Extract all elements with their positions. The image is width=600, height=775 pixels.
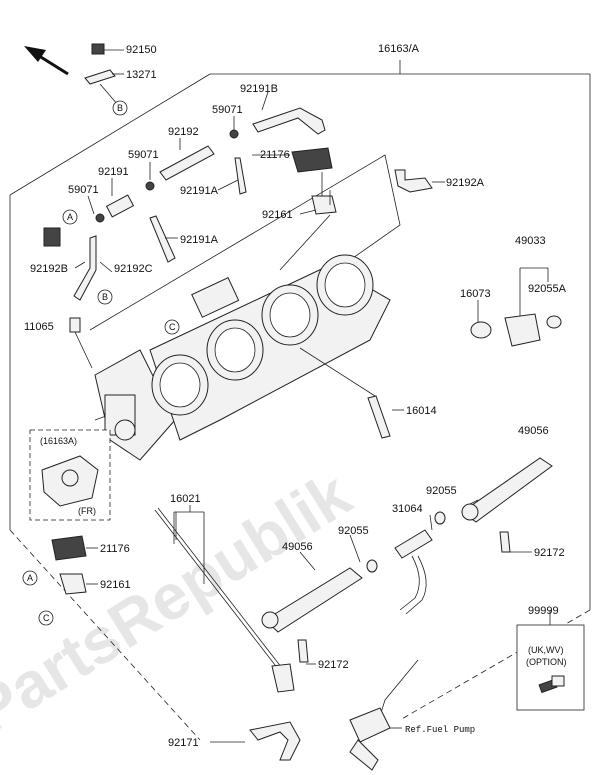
vacuum-hoses [43, 107, 433, 301]
part-label-16014: 16014 [406, 405, 437, 417]
part-label-92172-lower: 92172 [318, 659, 349, 671]
part-label-92191b: 92191B [240, 83, 278, 95]
part-label-92055-right: 92055 [426, 485, 457, 497]
screw-16014 [299, 347, 404, 439]
fuel-pressure-parts [470, 267, 562, 347]
throttle-body-assembly [94, 254, 391, 461]
part-label-92191: 92191 [98, 166, 129, 178]
part-label-49033: 49033 [515, 235, 546, 247]
option-box-99999 [516, 610, 585, 711]
svg-text:B: B [102, 292, 108, 302]
part-label-59071-left: 59071 [68, 184, 99, 196]
part-label-92161-upper: 92161 [262, 209, 293, 221]
svg-text:B: B [117, 103, 123, 113]
assembly-number-label: 16163/A [378, 43, 420, 55]
part-label-59071-middle: 59071 [128, 149, 159, 161]
fuel-hose-31064 [366, 511, 446, 615]
inset-16163a [29, 429, 111, 521]
svg-text:C: C [43, 613, 50, 623]
svg-text:A: A [27, 573, 33, 583]
part-label-49056-left: 49056 [282, 541, 313, 553]
part-label-21176-lower: 21176 [100, 543, 130, 555]
part-label-99999: 99999 [528, 605, 559, 617]
part-label-11065: 11065 [24, 321, 54, 333]
part-label-21176-upper: 21176 [260, 149, 290, 161]
part-label-16073: 16073 [460, 288, 491, 300]
leader-lines [74, 91, 532, 743]
fuel-rail-49056-right [461, 457, 553, 553]
sensor-21176-lower [51, 535, 98, 595]
part-label-13271: 13271 [126, 69, 157, 81]
callout-a-left: A [62, 209, 78, 225]
front-direction-arrow-icon [24, 46, 69, 76]
part-label-92191a-upper: 92191A [180, 185, 219, 197]
inset-title: (16163A) [40, 436, 77, 446]
part-label-92172-right: 92172 [534, 547, 565, 559]
part-label-92171: 92171 [168, 737, 199, 749]
part-label-16021: 16021 [170, 493, 201, 505]
sensor-92150 [84, 43, 124, 106]
bolt-11065 [69, 317, 93, 369]
part-label-31064: 31064 [392, 503, 423, 515]
fuel-pump-connector [349, 659, 419, 771]
part-label-49056-right: 49056 [518, 425, 549, 437]
callout-a-lower: A [22, 570, 38, 586]
part-label-92055a: 92055A [528, 283, 567, 295]
sensor-21176-upper [291, 147, 337, 215]
fuel-rail-49056-left [261, 567, 363, 663]
part-label-92055-left: 92055 [338, 525, 369, 537]
cable-16021 [154, 505, 295, 693]
part-label-92192c: 92192C [114, 263, 153, 275]
part-label-92192a: 92192A [446, 177, 485, 189]
clip-92171 [249, 721, 301, 761]
part-label-92192: 92192 [168, 126, 199, 138]
part-label-92191a-lower: 92191A [180, 234, 219, 246]
assembly-outline [9, 60, 591, 741]
callout-b-top: B [112, 100, 128, 116]
part-label-92161-lower: 92161 [100, 579, 131, 591]
ref-fuel-pump-note: Ref.Fuel Pump [405, 725, 475, 735]
svg-text:A: A [67, 212, 73, 222]
option-line-2: (OPTION) [526, 657, 567, 667]
callout-b-mid: B [97, 289, 113, 305]
part-label-92150: 92150 [126, 44, 157, 56]
callout-c-mid: C [164, 319, 180, 335]
callout-c-lower: C [38, 610, 54, 626]
part-label-59071-upper: 59071 [212, 104, 243, 116]
option-line-1: (UK,WV) [528, 645, 564, 655]
svg-text:C: C [169, 322, 176, 332]
inset-note: (FR) [78, 506, 96, 516]
part-label-92192b: 92192B [30, 263, 68, 275]
